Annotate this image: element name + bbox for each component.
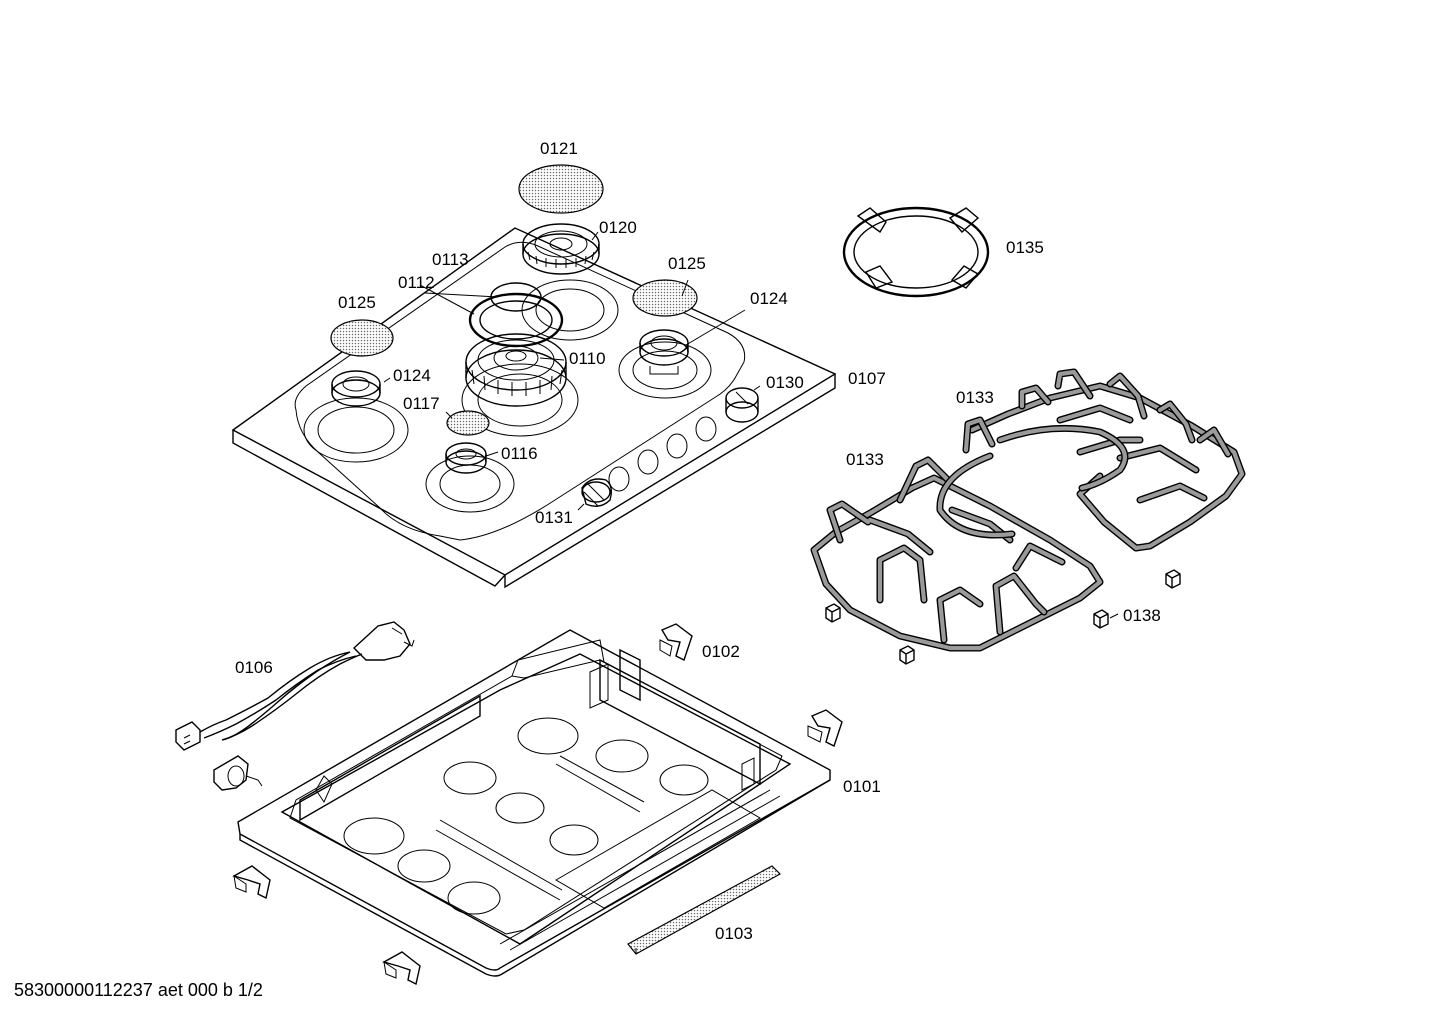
wok-burner-0110 — [465, 333, 567, 407]
label-0101: 0101 — [843, 777, 881, 796]
label-0135: 0135 — [1006, 238, 1044, 257]
pan-support-grates-0133 — [810, 368, 1246, 652]
label-0131: 0131 — [535, 508, 573, 527]
burner-cap-0125-right — [632, 279, 698, 317]
label-0125-right: 0125 — [668, 254, 706, 273]
label-0110: 0110 — [569, 349, 606, 368]
burner-0124-left — [331, 370, 381, 407]
base-tray-0101 — [237, 629, 831, 977]
label-0133-right: 0133 — [956, 388, 994, 407]
label-0130: 0130 — [766, 373, 804, 392]
wok-stand-0135 — [842, 206, 990, 298]
burner-cap-0121 — [518, 164, 604, 214]
burner-0124-right — [639, 329, 689, 375]
burner-cap-0117 — [446, 410, 490, 436]
mounting-clips-0102 — [232, 623, 843, 986]
label-0121: 0121 — [540, 139, 578, 158]
label-0107: 0107 — [848, 369, 886, 388]
label-0138: 0138 — [1123, 606, 1161, 625]
power-cable-0106 — [175, 621, 415, 791]
control-knob-0131 — [581, 478, 613, 507]
leader-lines-top — [383, 231, 761, 511]
label-0113: 0113 — [432, 250, 469, 269]
label-0112: 0112 — [398, 273, 435, 292]
seal-strip-0103 — [627, 865, 781, 955]
label-0103: 0103 — [715, 924, 753, 943]
label-0125-left: 0125 — [338, 293, 376, 312]
drawing-number-footer: 58300000112237 aet 000 b 1/2 — [14, 980, 263, 1000]
label-0102: 0102 — [702, 642, 740, 661]
label-0124-left: 0124 — [393, 366, 431, 385]
burner-0120 — [522, 223, 600, 275]
burner-cap-0125-left — [330, 319, 394, 357]
label-0120: 0120 — [599, 218, 637, 237]
rubber-feet-0138 — [825, 569, 1181, 665]
label-0133-left: 0133 — [846, 450, 884, 469]
control-knob-0130 — [725, 387, 759, 423]
wok-ring-0112 — [468, 292, 564, 348]
label-0124-right: 0124 — [750, 289, 788, 308]
burner-0116 — [445, 442, 487, 474]
label-0116: 0116 — [501, 444, 538, 463]
label-0117: 0117 — [403, 394, 440, 413]
label-0106: 0106 — [235, 658, 273, 677]
